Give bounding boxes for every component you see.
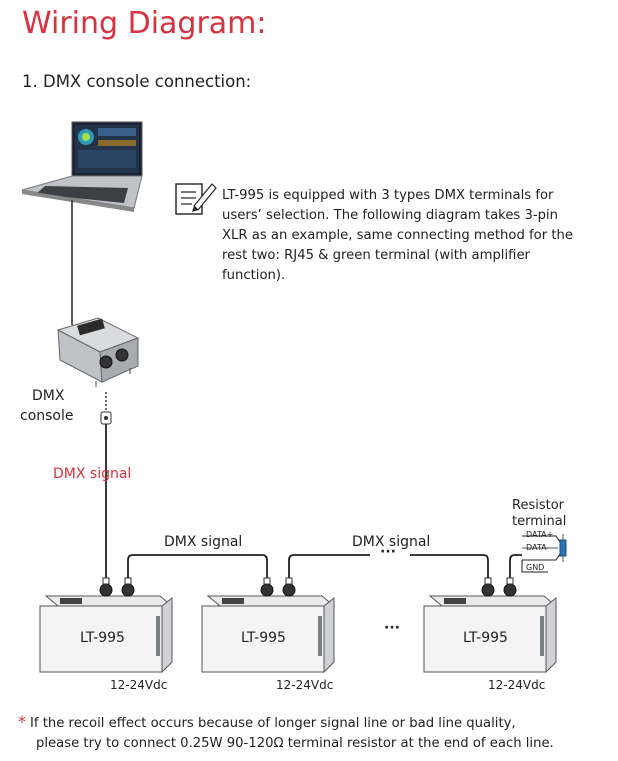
device-1-power: 12-24Vdc <box>110 678 168 692</box>
memo-pen-icon <box>175 183 217 215</box>
dmx-link-in-3 <box>410 554 489 582</box>
note-line: users’ selection. The following diagram … <box>222 208 559 223</box>
lt995-device-3 <box>423 577 558 674</box>
resistor-pin-data-plus: DATA+ <box>526 530 554 539</box>
resistor-pin-gnd: GND <box>526 563 545 572</box>
resistor-label-line2: terminal <box>512 514 567 529</box>
resistor-label-line1: Resistor <box>512 498 564 513</box>
page-title: Wiring Diagram: <box>22 6 267 41</box>
dmx-signal-label-1: DMX signal <box>164 534 243 550</box>
dmx-console-device-icon <box>56 317 140 387</box>
device-1-name: LT-995 <box>80 630 125 646</box>
footer-note: * If the recoil effect occurs because of … <box>18 712 554 754</box>
device-3-name: LT-995 <box>463 630 508 646</box>
asterisk-icon: * <box>18 712 26 731</box>
lt995-device-1 <box>39 577 174 674</box>
footer-line-1: If the recoil effect occurs because of l… <box>30 716 516 731</box>
dmx-signal-label-red: DMX signal <box>53 466 132 482</box>
footer-line-2: please try to connect 0.25W 90-120Ω term… <box>36 736 554 751</box>
note-text: LT-995 is equipped with 3 types DMX term… <box>222 186 582 286</box>
resistor-terminal-icon <box>521 534 567 573</box>
note-line: function). <box>222 268 286 283</box>
note-line: XLR as an example, same connecting metho… <box>222 228 574 243</box>
laptop-icon <box>21 121 143 212</box>
section-heading: 1. DMX console connection: <box>22 72 252 91</box>
resistor-pin-data-minus: DATA- <box>526 543 550 552</box>
xlr-plug-icon <box>100 411 112 425</box>
lt995-device-2 <box>201 577 336 674</box>
device-2-power: 12-24Vdc <box>276 678 334 692</box>
note-line: rest two: RJ45 & green terminal (with am… <box>222 248 530 263</box>
dmx-link-to-resistor <box>509 554 522 582</box>
dmx-link-2-out <box>288 554 370 582</box>
console-label-line1: DMX <box>32 388 65 404</box>
device-3-power: 12-24Vdc <box>488 678 546 692</box>
note-line: LT-995 is equipped with 3 types DMX term… <box>222 188 554 203</box>
console-label-line2: console <box>20 408 74 424</box>
dmx-signal-label-2: DMX signal <box>352 534 431 550</box>
device-2-name: LT-995 <box>241 630 286 646</box>
dmx-link-1-2 <box>127 554 268 582</box>
device-ellipsis: ··· <box>384 620 400 636</box>
signal-ellipsis: ··· <box>380 544 396 560</box>
